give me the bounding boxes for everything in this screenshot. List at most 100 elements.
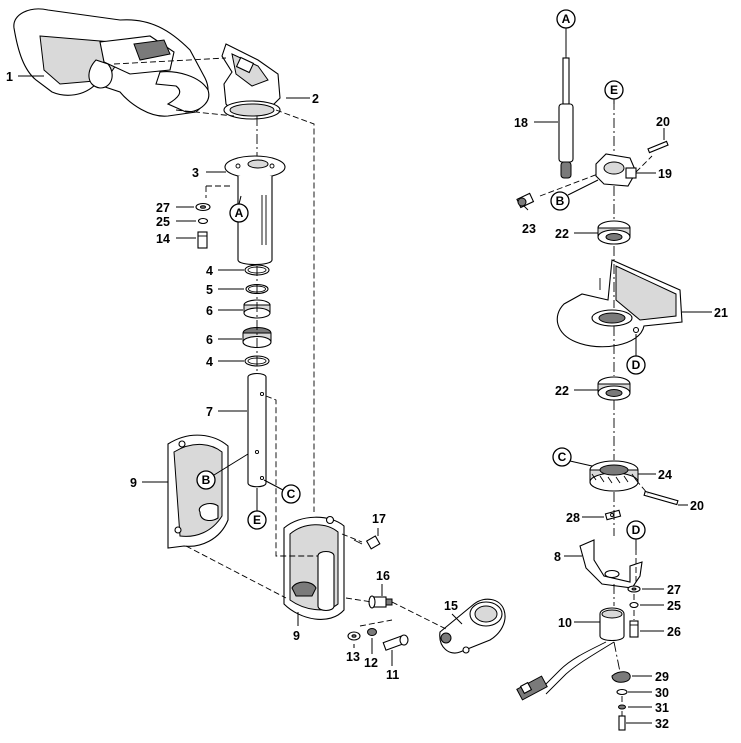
part-label-6-lower: 6 (206, 333, 213, 347)
pin-20-upper (647, 140, 669, 154)
part-label-23: 23 (522, 222, 536, 236)
part-label-19: 19 (658, 167, 672, 181)
sensor-10 (516, 607, 625, 701)
part-label-8: 8 (554, 550, 561, 564)
right-leader-lines (523, 121, 712, 724)
ref-marker-c-right: C (552, 447, 572, 467)
part-label-1: 1 (6, 70, 13, 84)
part-label-25: 25 (156, 215, 170, 229)
part-label-21: 21 (714, 306, 728, 320)
part-label-28: 28 (566, 511, 580, 525)
part-label-32: 32 (655, 717, 669, 731)
bracket-plate-21 (556, 259, 683, 348)
part-label-10: 10 (558, 616, 572, 630)
grip-clamp-15 (439, 598, 506, 654)
part-label-13: 13 (346, 650, 360, 664)
washer-13 (347, 631, 361, 641)
part-label-7: 7 (206, 405, 213, 419)
part-label-11: 11 (386, 668, 399, 682)
magnet-29 (611, 671, 631, 683)
svg-text:A: A (235, 206, 244, 220)
part-label-20-upper: 20 (656, 115, 670, 129)
part-label-17: 17 (372, 512, 386, 526)
washer-27-right (627, 585, 641, 593)
screw-32 (618, 715, 626, 731)
reference-markers: A A B B C C D D (196, 9, 646, 540)
part-label-4-upper: 4 (206, 264, 213, 278)
screw-17 (353, 535, 381, 550)
svg-text:A: A (562, 12, 571, 26)
svg-text:C: C (287, 487, 296, 501)
washer-27-left (195, 202, 211, 212)
washer-25-right (629, 601, 639, 609)
part-label-15: 15 (444, 599, 458, 613)
part-label-24: 24 (658, 468, 672, 482)
part-label-20-lower: 20 (690, 499, 704, 513)
part-label-9-left: 9 (130, 476, 137, 490)
left-leader-lines (18, 75, 463, 666)
ref-marker-c-left: C (281, 484, 301, 504)
svg-text:B: B (202, 473, 211, 487)
ref-marker-a-left: A (229, 203, 249, 223)
washer-31 (618, 704, 626, 710)
part-label-27-right: 27 (667, 583, 681, 597)
part-label-30: 30 (655, 686, 669, 700)
ref-marker-d-upper: D (626, 355, 646, 375)
tiller-handle-part (13, 8, 210, 117)
link-28 (604, 509, 622, 521)
part-label-14: 14 (156, 232, 170, 246)
ref-marker-e-left: E (247, 510, 267, 530)
part-label-3: 3 (192, 166, 199, 180)
bearing-22-upper (597, 220, 631, 245)
part-label-18: 18 (514, 116, 528, 130)
washer-30 (616, 688, 628, 696)
svg-text:D: D (632, 523, 641, 537)
clamp-collar-19 (595, 153, 637, 187)
ref-marker-a-right: A (556, 9, 576, 29)
gas-strut-18 (558, 56, 574, 179)
bolt-26 (629, 620, 639, 638)
pin-20-lower (643, 490, 679, 506)
left-alignment-lines (113, 57, 449, 631)
part-label-9-right: 9 (293, 629, 300, 643)
washer-25-left (197, 217, 209, 225)
part-label-6-upper: 6 (206, 304, 213, 318)
svg-text:C: C (558, 450, 567, 464)
bearing-22-lower (597, 376, 631, 401)
svg-text:E: E (253, 513, 261, 527)
steering-shaft-7 (247, 372, 267, 488)
part-label-2: 2 (312, 92, 319, 106)
part-label-26: 26 (667, 625, 681, 639)
ref-marker-e-right: E (604, 80, 624, 100)
elbow-bracket-part (221, 43, 281, 120)
ref-marker-b-left: B (196, 470, 216, 490)
marker-connectors (213, 28, 637, 550)
part-number-labels: 1 2 3 27 25 14 4 5 6 6 4 7 9 9 17 16 15 … (6, 70, 728, 731)
fitting-16 (368, 595, 393, 609)
right-alignment-lines (539, 100, 653, 716)
svg-text:D: D (632, 358, 641, 372)
flange-tube-part (224, 155, 286, 266)
housing-half-9-right (283, 515, 345, 620)
part-label-12: 12 (364, 656, 378, 670)
ref-marker-b-right: B (550, 191, 570, 211)
part-label-16: 16 (376, 569, 390, 583)
ref-marker-d-lower: D (626, 520, 646, 540)
part-label-22-upper: 22 (555, 227, 569, 241)
part-label-29: 29 (655, 670, 669, 684)
nut-12 (367, 628, 377, 636)
gear-ring-24 (589, 460, 639, 492)
svg-text:E: E (610, 83, 618, 97)
housing-half-9-left (167, 434, 229, 549)
screw-23 (516, 192, 535, 209)
part-label-22-lower: 22 (555, 384, 569, 398)
bolt-11 (382, 634, 409, 651)
svg-text:B: B (556, 194, 565, 208)
bolt-14 (197, 231, 208, 249)
bracket-8 (579, 539, 643, 589)
part-label-25-right: 25 (667, 599, 681, 613)
part-label-5: 5 (206, 283, 213, 297)
part-label-31: 31 (655, 701, 669, 715)
part-label-4-lower: 4 (206, 355, 213, 369)
